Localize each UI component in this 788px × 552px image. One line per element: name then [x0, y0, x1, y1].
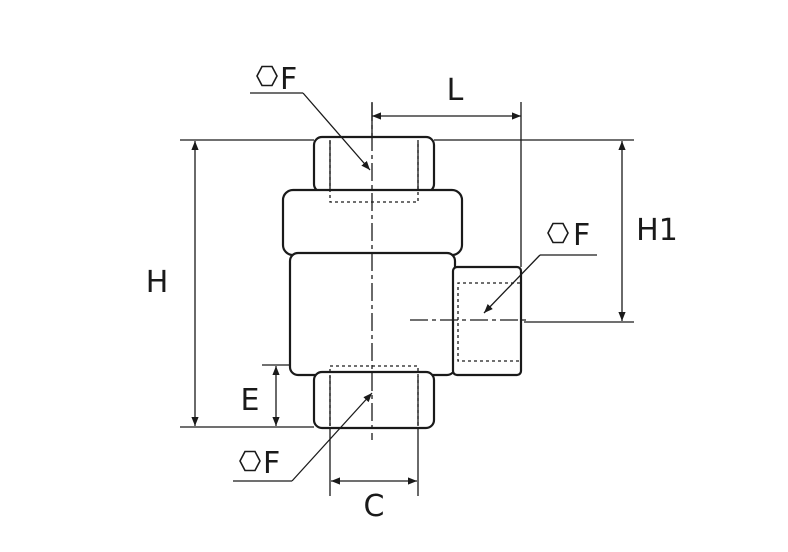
- dimension-H1: H1: [434, 139, 678, 323]
- fitting-body: [281, 135, 523, 430]
- dim-E-label: E: [241, 383, 260, 418]
- dim-H-label: H: [146, 265, 169, 300]
- hexagon-icon: [547, 222, 569, 244]
- dim-C-label: C: [364, 489, 385, 524]
- dim-L-label: L: [447, 73, 464, 108]
- center-lines: [371, 103, 529, 440]
- hex-top-label: F: [280, 62, 297, 97]
- hex-right-label: F: [573, 218, 590, 253]
- hex-bottom-label: F: [263, 446, 280, 481]
- dimension-H: H: [146, 139, 314, 428]
- top-nut: [312, 135, 436, 194]
- side-outlet: [451, 265, 523, 377]
- dimension-L: L: [371, 73, 522, 267]
- hexagon-icon: [256, 65, 278, 87]
- hidden-threads: [329, 141, 520, 426]
- dimension-C: C: [329, 428, 419, 524]
- dim-H1-label: H1: [636, 213, 678, 248]
- hex-callout-bottom: F: [233, 392, 373, 482]
- hex-callout-top: F: [250, 62, 371, 171]
- hex-callout-right: F: [483, 218, 597, 314]
- bottom-nut: [312, 370, 436, 430]
- hexagon-icon: [239, 450, 261, 472]
- dimension-E: E: [241, 364, 290, 426]
